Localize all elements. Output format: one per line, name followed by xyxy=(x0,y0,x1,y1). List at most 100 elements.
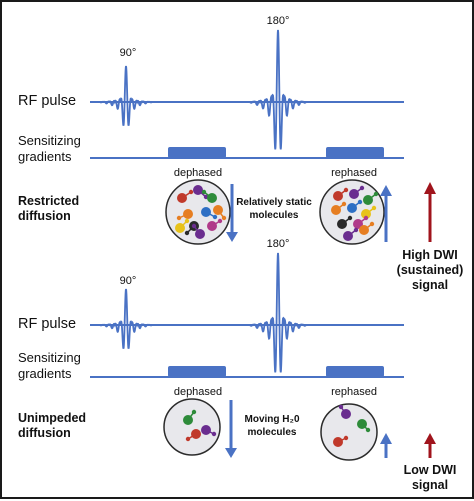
top-rephased-molecule-10-atom xyxy=(359,225,369,235)
top-rephased-molecule-3-atom-small xyxy=(373,191,379,197)
top-angle-180-label: 180° xyxy=(267,15,290,27)
top-dephased-molecules xyxy=(175,185,227,239)
bottom-rephased-molecule-2-atom-small xyxy=(365,427,371,433)
bottom-rephased-label: rephased xyxy=(331,386,377,398)
bottom-diffusion-label-line1: Unimpeded xyxy=(18,411,86,425)
top-dephased-molecule-1-atom-small xyxy=(188,189,194,195)
top-molecules-label-line2: molecules xyxy=(250,210,299,221)
top-rephasing-gradient-lobe xyxy=(326,147,384,158)
top-sensitizing-label-line2: gradients xyxy=(18,149,72,164)
top-dephased-molecule-3-atom xyxy=(207,193,217,203)
top-rephased-molecule-1-atom-small xyxy=(343,187,349,193)
top-pulse-180-waveform xyxy=(247,29,309,150)
bottom-sensitizing-label-line1: Sensitizing xyxy=(18,350,81,365)
top-angle-90-label: 90° xyxy=(120,47,137,59)
bottom-dephasing-gradient-lobe xyxy=(168,366,226,377)
top-up-arrow-head xyxy=(380,185,392,196)
high-signal-line3: signal xyxy=(412,278,448,292)
bottom-molecules-label-line2: molecules xyxy=(248,427,297,438)
top-panel: 90° 180° RF pulse Sensitizing gradients … xyxy=(18,15,404,245)
bottom-dephased-label: dephased xyxy=(174,386,222,398)
top-dephased-molecule-10-atom xyxy=(213,205,223,215)
top-rephased-molecule-9-atom-small xyxy=(353,227,359,233)
low-signal-line1: Low DWI xyxy=(404,463,457,477)
top-dephased-molecule-6-atom-small xyxy=(184,218,190,224)
bottom-molecules-label-line1: Moving H₂0 xyxy=(245,414,300,425)
bottom-up-arrow-head xyxy=(380,433,392,444)
bottom-dephased-molecule-3-atom-small xyxy=(211,431,217,437)
bottom-dephased-molecule-1-atom xyxy=(183,415,193,425)
bottom-pulse-180-waveform xyxy=(247,252,309,373)
top-dephased-molecule-8-atom-small xyxy=(217,218,223,224)
top-rephased-molecule-2-atom xyxy=(349,189,359,199)
bottom-rephased-molecule-1-atom xyxy=(341,409,351,419)
bottom-sensitizing-label-line2: gradients xyxy=(18,366,72,381)
top-dephased-molecule-2-atom xyxy=(193,185,203,195)
top-sensitizing-label-line1: Sensitizing xyxy=(18,133,81,148)
top-diffusion-label-line1: Restricted xyxy=(18,194,79,208)
top-dephased-molecule-5-atom xyxy=(201,207,211,217)
top-rephased-molecule-9-atom xyxy=(343,231,353,241)
bottom-dephased-molecule-1-atom-small xyxy=(191,409,197,415)
top-pulse-90-waveform xyxy=(98,65,154,126)
top-rephased-molecule-5-atom-small xyxy=(357,199,363,205)
bottom-dephased-molecule-circle xyxy=(163,398,221,456)
bottom-rephased-molecule-3-atom xyxy=(333,437,343,447)
top-dephasing-gradient-lobe xyxy=(168,147,226,158)
top-rephased-molecule-6-atom xyxy=(361,209,371,219)
top-rephased-molecule-8-atom-small xyxy=(363,215,369,221)
top-rf-pulse-label: RF pulse xyxy=(18,93,76,109)
top-dephased-molecule-8-atom xyxy=(207,221,217,231)
high-signal-indicator: High DWI (sustained) signal xyxy=(397,182,464,292)
bottom-diffusion-label-line2: diffusion xyxy=(18,426,71,440)
bottom-rephased-molecule-1-atom-small xyxy=(338,404,344,410)
top-rephased-molecules xyxy=(331,185,379,241)
top-dephased-molecule-1-atom xyxy=(177,193,187,203)
top-dephased-molecule-9-atom-small xyxy=(191,223,197,229)
top-rephased-label: rephased xyxy=(331,167,377,179)
bottom-panel: 90° 180° RF pulse Sensitizing gradients … xyxy=(18,238,404,461)
top-rephased-molecule-2-atom-small xyxy=(359,185,365,191)
bottom-dephased-molecule-3-atom xyxy=(201,425,211,435)
bottom-rf-pulse-label: RF pulse xyxy=(18,316,76,332)
bottom-dephased-molecule-2-atom-small xyxy=(185,436,191,442)
low-signal-indicator: Low DWI signal xyxy=(404,433,457,492)
bottom-rephased-molecule-2-atom xyxy=(357,419,367,429)
low-signal-arrow-head xyxy=(424,433,436,444)
bottom-angle-90-label: 90° xyxy=(120,275,137,287)
top-dephased-molecule-6-atom xyxy=(175,223,185,233)
bottom-dephased-molecules xyxy=(183,409,217,442)
top-rephased-molecule-3-atom xyxy=(363,195,373,205)
top-rephased-molecule-4-atom-small xyxy=(341,201,347,207)
top-molecules-label-line1: Relatively static xyxy=(236,197,312,208)
top-dephased-molecule-5-atom-small xyxy=(212,214,218,220)
top-rephased-molecule-4-atom xyxy=(331,205,341,215)
bottom-rephasing-gradient-lobe xyxy=(326,366,384,377)
top-rephased-molecule-5-atom xyxy=(347,203,357,213)
bottom-rephased-molecules xyxy=(333,404,371,447)
top-dephased-molecule-3-atom-small xyxy=(201,189,207,195)
top-dephased-molecule-4-atom xyxy=(183,209,193,219)
high-signal-line2: (sustained) xyxy=(397,263,464,277)
bottom-pulse-90-waveform xyxy=(98,288,154,349)
top-rephased-molecule-6-atom-small xyxy=(371,205,377,211)
bottom-dephased-molecule-2-atom xyxy=(191,429,201,439)
top-dephased-molecule-4-atom-small xyxy=(176,215,182,221)
top-dephased-molecule-9-atom xyxy=(195,229,205,239)
low-signal-line2: signal xyxy=(412,478,448,492)
bottom-angle-180-label: 180° xyxy=(267,238,290,250)
top-dephased-molecule-7-atom-small xyxy=(184,230,190,236)
high-signal-line1: High DWI xyxy=(402,248,458,262)
top-down-arrow-head xyxy=(226,232,238,242)
high-signal-arrow-head xyxy=(424,182,436,194)
top-rephased-molecule-7-atom-small xyxy=(347,215,353,221)
top-rephased-molecule-7-atom xyxy=(337,219,347,229)
top-dephased-label: dephased xyxy=(174,167,222,179)
bottom-rephased-molecule-3-atom-small xyxy=(343,435,349,441)
bottom-down-arrow-head xyxy=(225,448,237,458)
top-rephased-molecule-10-atom-small xyxy=(369,221,375,227)
top-rephased-molecule-1-atom xyxy=(333,191,343,201)
top-diffusion-label-line2: diffusion xyxy=(18,209,71,223)
